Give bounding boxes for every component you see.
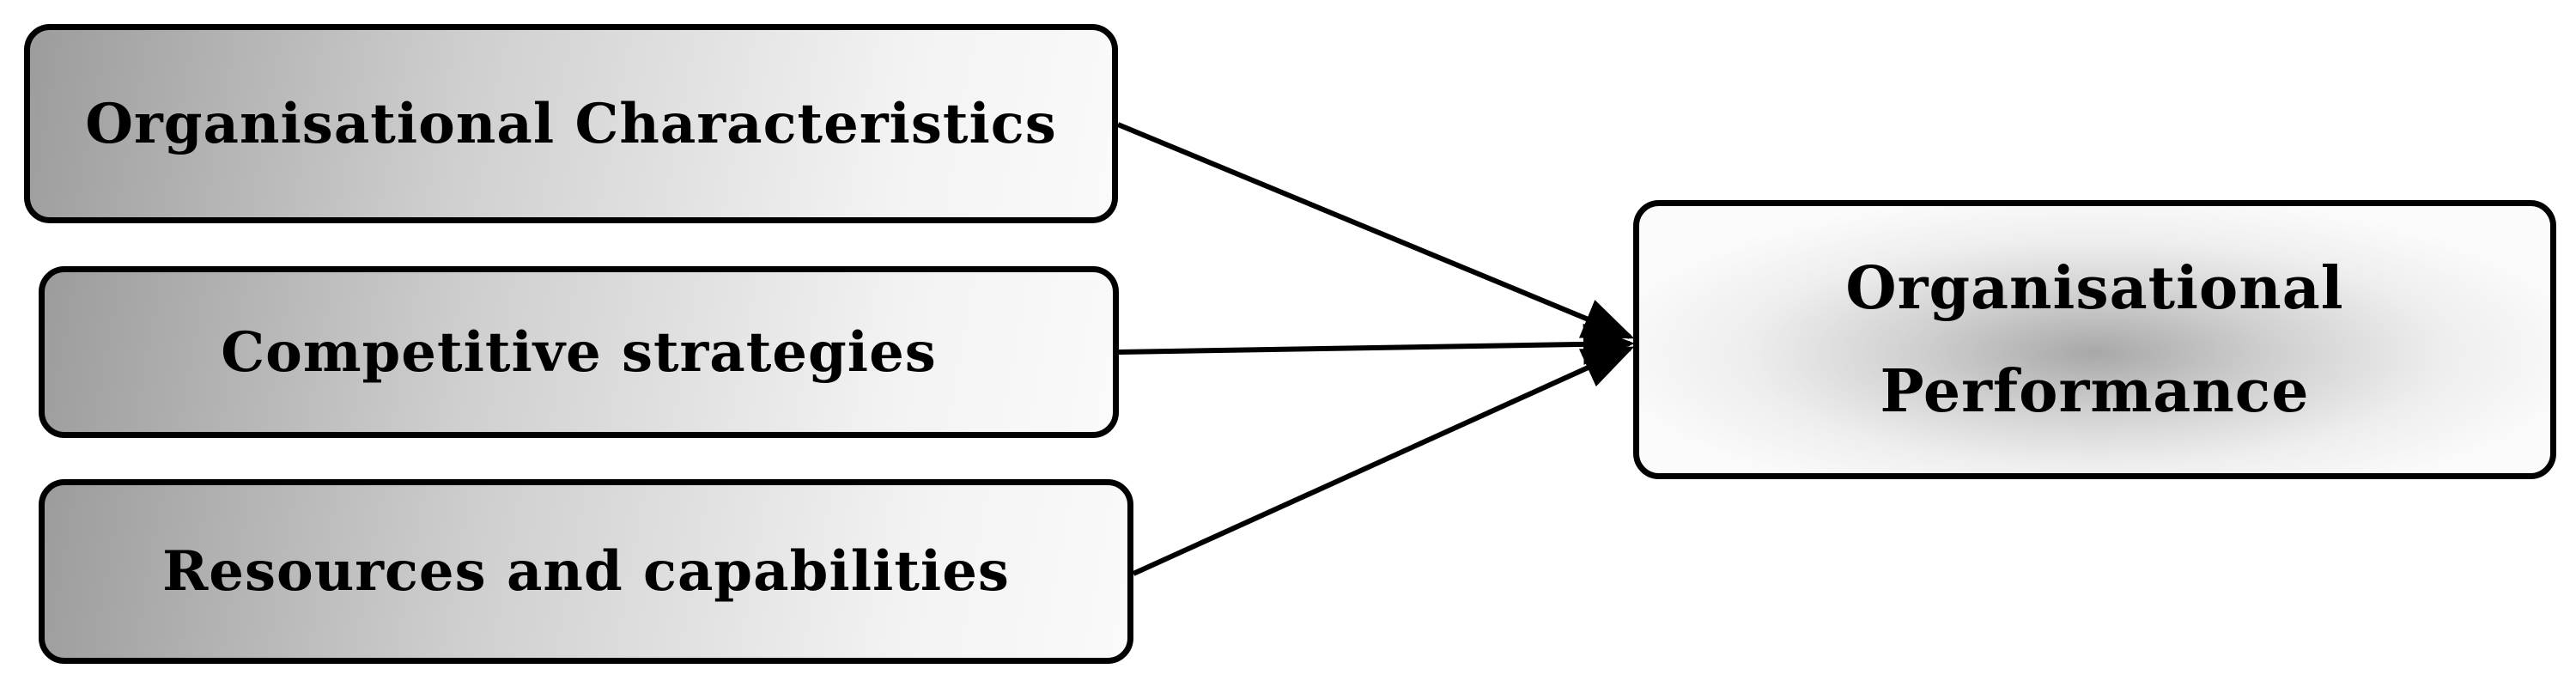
box-organisational-characteristics: Organisational Characteristics: [24, 24, 1118, 223]
box-organisational-performance: Organisational Performance: [1633, 200, 2556, 479]
arrow-competitive-strategies: [1118, 323, 1635, 365]
box-label: Resources and capabilities: [162, 539, 1010, 604]
arrow-organisational-characteristics: [1116, 122, 1635, 339]
box-label-line-1: Organisational: [1845, 253, 2344, 323]
box-label: Organisational Characteristics: [85, 91, 1057, 156]
box-resources-and-capabilities: Resources and capabilities: [39, 479, 1133, 664]
box-label: Competitive strategies: [221, 319, 937, 385]
arrow-resources-and-capabilities: [1132, 346, 1635, 576]
box-competitive-strategies: Competitive strategies: [39, 266, 1119, 438]
box-label-line-2: Performance: [1880, 356, 2310, 426]
